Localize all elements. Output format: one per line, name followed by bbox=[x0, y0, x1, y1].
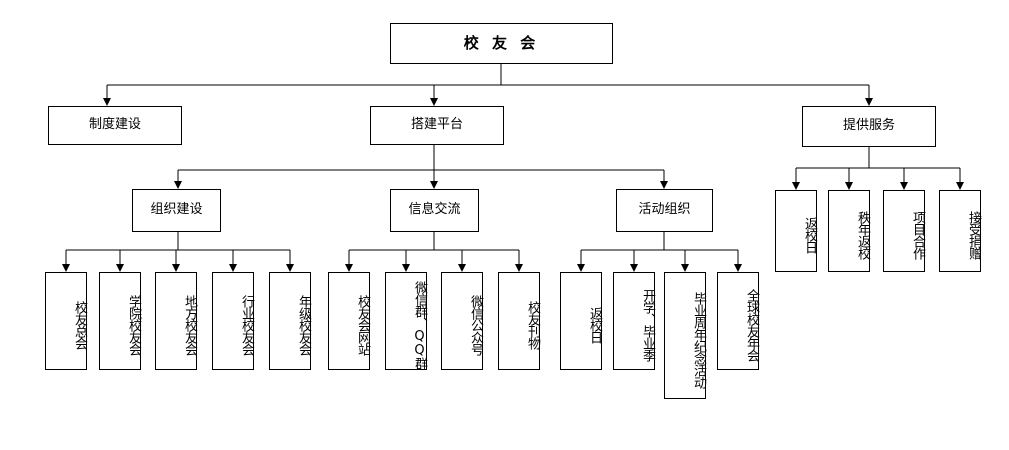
leaf-node: 毕业周年纪念活动 bbox=[664, 272, 706, 399]
leaf-node: 返校日 bbox=[560, 272, 602, 370]
leaf-node: 年级校友会 bbox=[269, 272, 311, 370]
leaf-node: 校友刊物 bbox=[498, 272, 540, 370]
leaf-node: 全球校友年会 bbox=[717, 272, 759, 370]
leaf-node: 微信群、QQ群 bbox=[385, 272, 427, 370]
node-xinxi-jiaoliu: 信息交流 bbox=[390, 189, 479, 232]
node-dajian-pingtai: 搭建平台 bbox=[370, 106, 504, 145]
leaf-node: 校友总会 bbox=[45, 272, 87, 370]
node-zhidu-jianshe: 制度建设 bbox=[48, 106, 182, 145]
leaf-node: 微信公众号 bbox=[441, 272, 483, 370]
leaf-node: 行业校友会 bbox=[212, 272, 254, 370]
node-huodong-zuzhi: 活动组织 bbox=[616, 189, 713, 232]
leaf-node: 开学、毕业季 bbox=[613, 272, 655, 370]
node-zuzhi-jianshe: 组织建设 bbox=[132, 189, 221, 232]
leaf-node: 学院校友会 bbox=[99, 272, 141, 370]
leaf-node: 秩年返校 bbox=[828, 190, 870, 272]
leaf-node: 地方校友会 bbox=[155, 272, 197, 370]
leaf-node: 项目合作 bbox=[883, 190, 925, 272]
leaf-node: 校友会网站 bbox=[328, 272, 370, 370]
leaf-node: 返校日 bbox=[775, 190, 817, 272]
node-tigong-fuwu: 提供服务 bbox=[802, 106, 936, 147]
root-node: 校 友 会 bbox=[390, 23, 613, 64]
leaf-node: 接受捐赠 bbox=[939, 190, 981, 272]
